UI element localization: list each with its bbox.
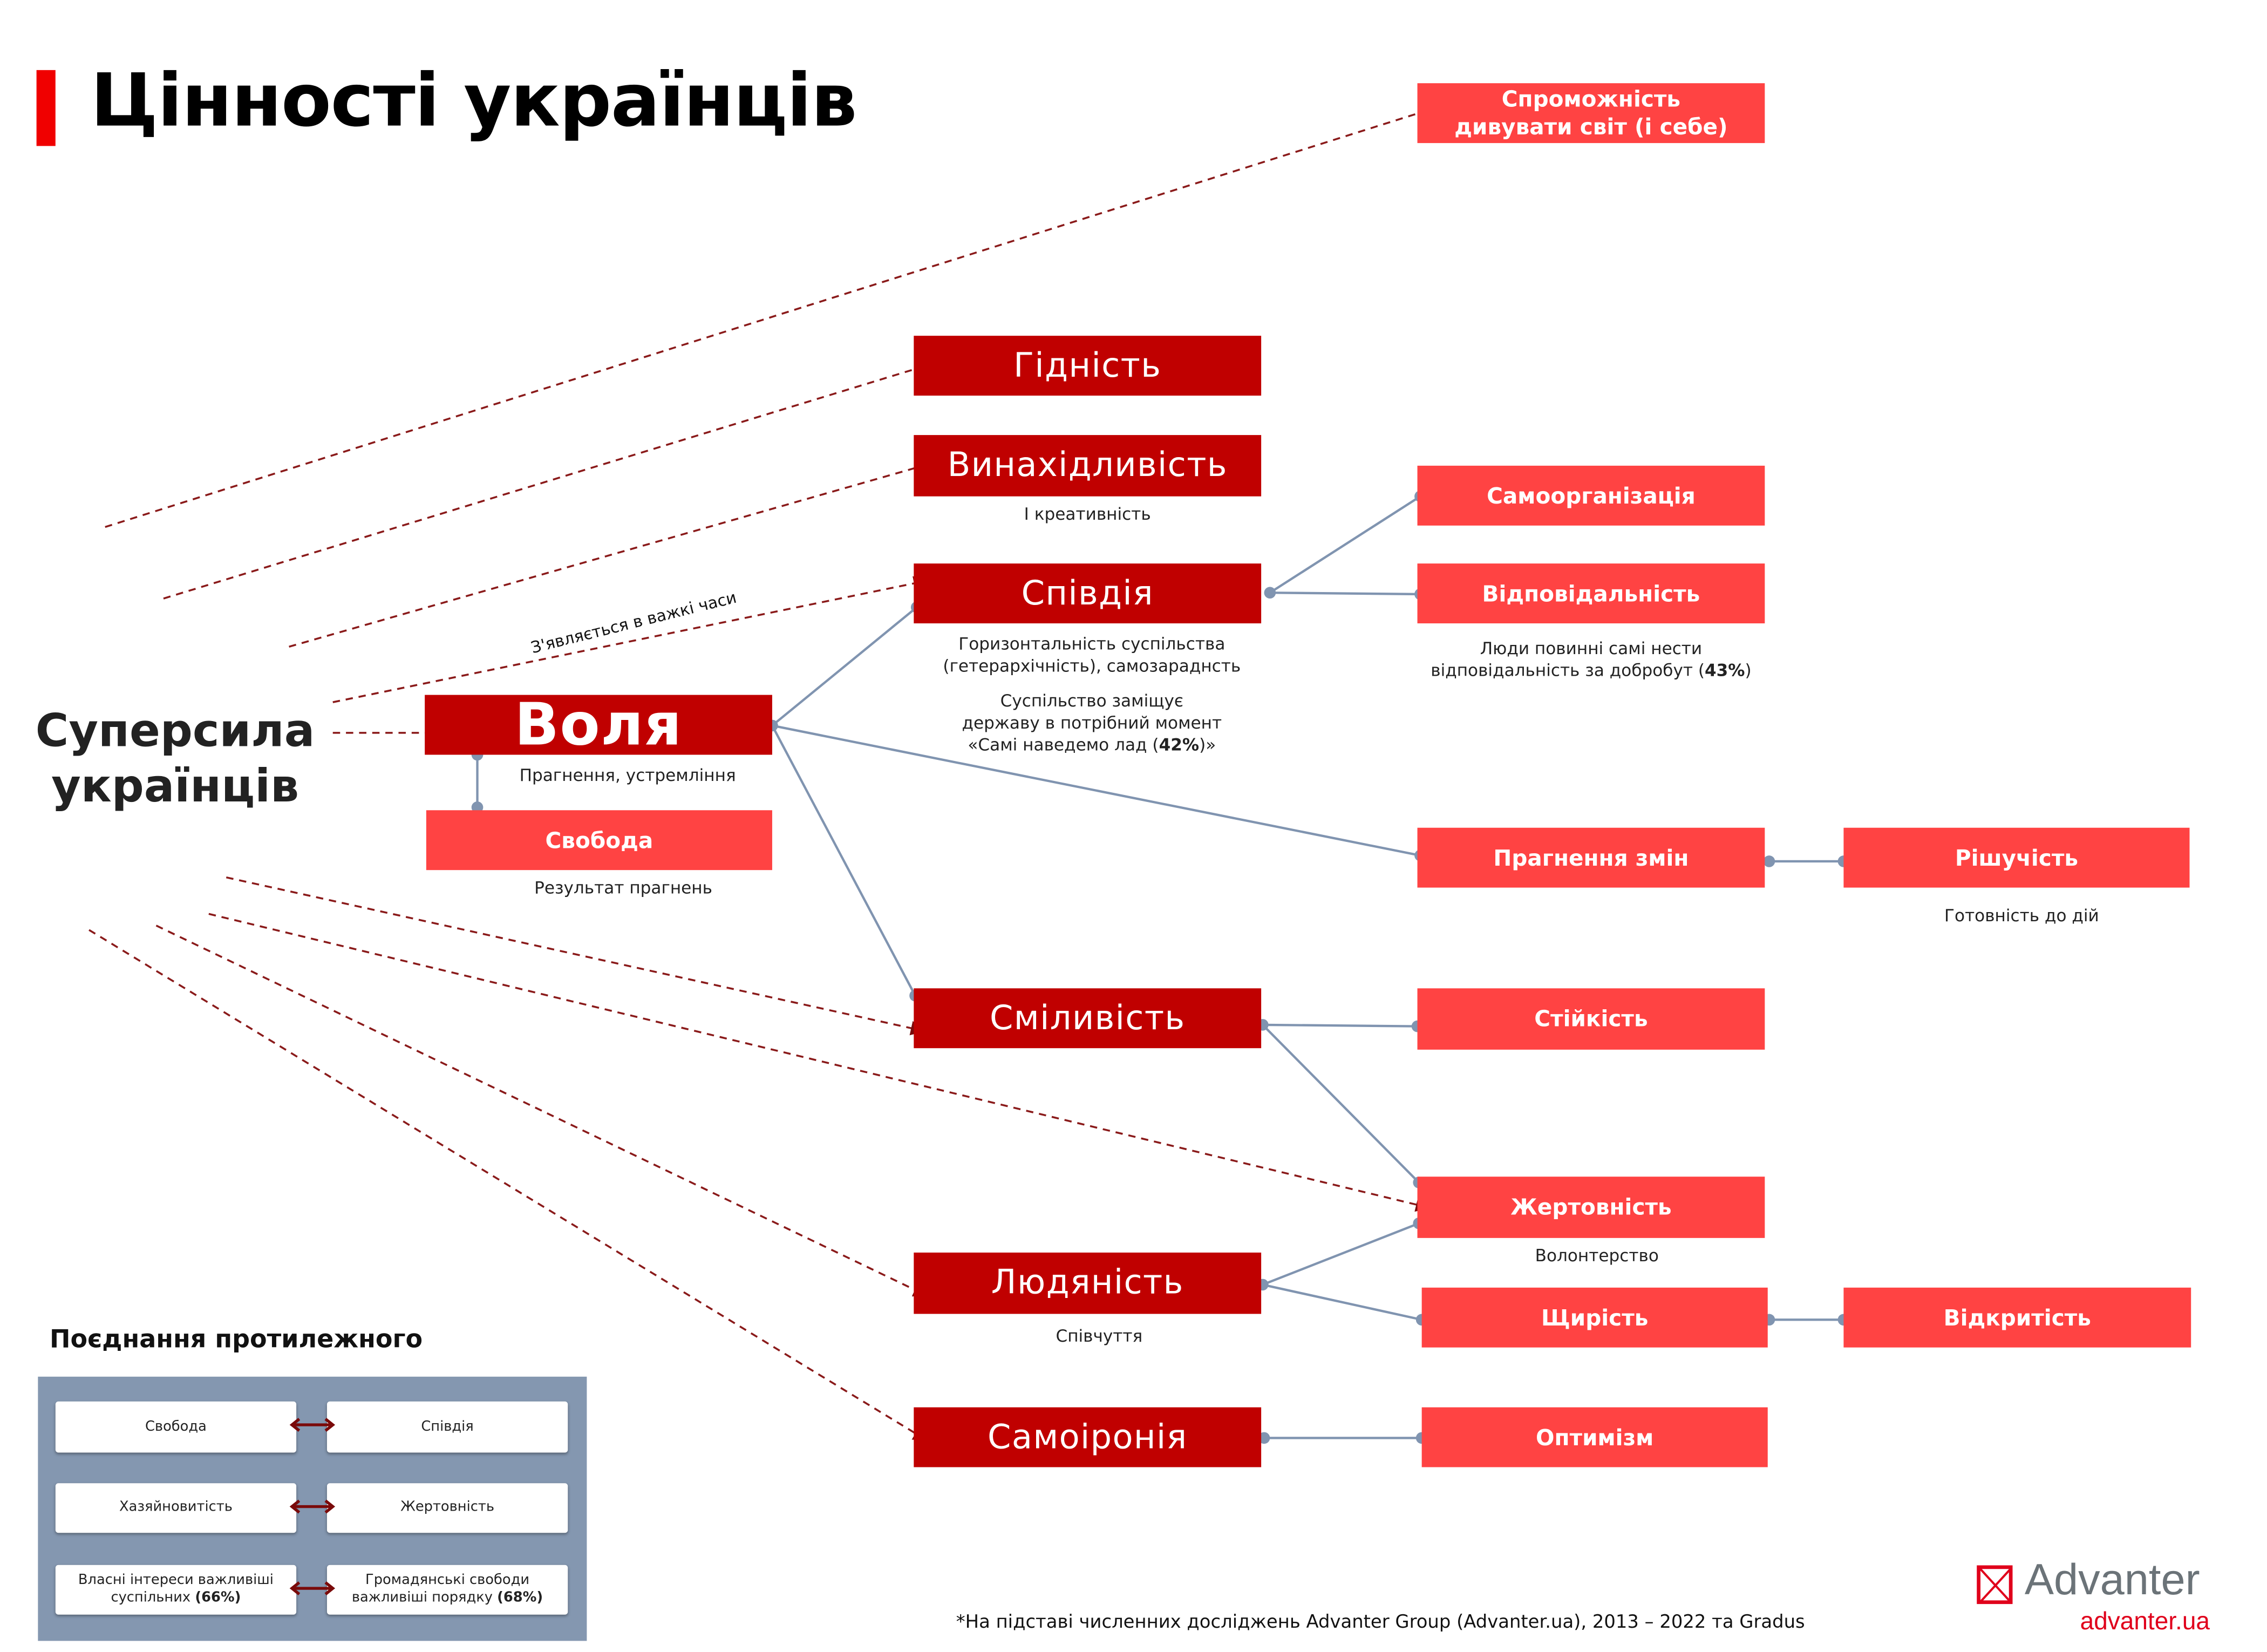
title-accent-bar [36, 70, 56, 146]
node-pragnennya-zmin: Прагнення змін [1417, 827, 1765, 888]
node-sub: Співчуття [1056, 1325, 1143, 1347]
text-line: (гетерархічність), самозараднсть [943, 655, 1241, 676]
node-lyudyanist: Людяність [914, 1252, 1262, 1314]
node-spivdiya: Співдія [914, 563, 1262, 624]
node-zhertovnist: Жертовність [1417, 1177, 1765, 1238]
dashed-arrow [155, 924, 928, 1297]
dashed-arrow [226, 876, 925, 1036]
dashed-arrow [163, 361, 931, 600]
text-line: Люди повинні самі нести [1480, 638, 1703, 658]
node-label: Спроможність [1501, 85, 1681, 112]
logo-mark-icon [1977, 1565, 2013, 1605]
node-smilyvist: Сміливість [914, 988, 1262, 1049]
text-line: відповідальність за добробут (43%) [1431, 660, 1752, 681]
logo-url: advanter.ua [2080, 1607, 2210, 1635]
opposite-right: Співдія [326, 1401, 568, 1453]
footnote: *На підставі численних досліджень Advant… [956, 1610, 1805, 1633]
node-volya: Воля [425, 691, 772, 758]
text-line: Суспільство заміщує [1000, 690, 1184, 711]
node-vidkrytist: Відкритість [1843, 1287, 2191, 1348]
node-sub: Прагнення, устремління [519, 765, 736, 786]
opposite-right: Жертовність [326, 1483, 568, 1533]
advanter-logo: Advanter advanter.ua [1977, 1556, 2210, 1641]
logo-name: Advanter [2024, 1556, 2200, 1605]
superpower-line2: українців [51, 760, 299, 813]
opposite-left: Свобода [55, 1401, 297, 1453]
node-rishuchist: Рішучість [1843, 827, 2190, 888]
vidpovidalnist-description: Люди повинні самі нести відповідальність… [1401, 638, 1781, 682]
dashed-arrow [289, 460, 931, 648]
opposite-left: Власні інтереси важливіші суспільних (66… [55, 1565, 297, 1615]
opposites-title: Поєднання протилежного [49, 1325, 423, 1355]
node-vidpovidalnist: Відповідальність [1417, 563, 1765, 624]
opposite-left: Хазяйновитість [55, 1483, 297, 1533]
node-label: дивувати світ (і себе) [1454, 113, 1728, 140]
node-gidnist: Гідність [914, 336, 1262, 396]
node-svoboda: Свобода [426, 810, 772, 871]
text-line: «Самі наведемо лад (42%)» [968, 734, 1216, 755]
node-spromozhnist: Спроможність дивувати світ (і себе) [1417, 83, 1765, 144]
text-line: Горизонтальність суспільства [958, 633, 1226, 654]
node-sub: Результат прагнень [534, 877, 712, 898]
node-sub: Готовність до дій [1944, 905, 2099, 926]
dashed-arrow [105, 104, 1438, 528]
node-shchyrist: Щирість [1421, 1287, 1768, 1348]
superpower-line1: Суперсила [35, 705, 315, 758]
text-line: державу в потрібний момент [962, 712, 1222, 733]
page-title: Цінності українців [90, 58, 857, 144]
dashed-arrow [208, 913, 1431, 1212]
node-vynakhidlyvist: Винахідливість [914, 435, 1262, 497]
node-sub: І креативність [1024, 504, 1151, 525]
node-samoorganizatsiya: Самоорганізація [1417, 465, 1765, 526]
node-sub: Волонтерство [1535, 1245, 1659, 1266]
node-samoironiya: Самоіронія [914, 1407, 1262, 1467]
superpower-label: Суперсила українців [29, 704, 321, 815]
dashed-arrow [88, 929, 928, 1441]
dashed-arrow [332, 576, 929, 703]
node-stiikist: Стійкість [1417, 988, 1765, 1050]
node-optymizm: Оптимізм [1421, 1407, 1768, 1467]
opposite-right: Громадянські свободи важливіші порядку (… [326, 1565, 568, 1615]
arrow-label: З'являється в важкі часи [529, 588, 738, 658]
spivdiya-description: Горизонтальність суспільства (гетерархіч… [905, 634, 1278, 756]
